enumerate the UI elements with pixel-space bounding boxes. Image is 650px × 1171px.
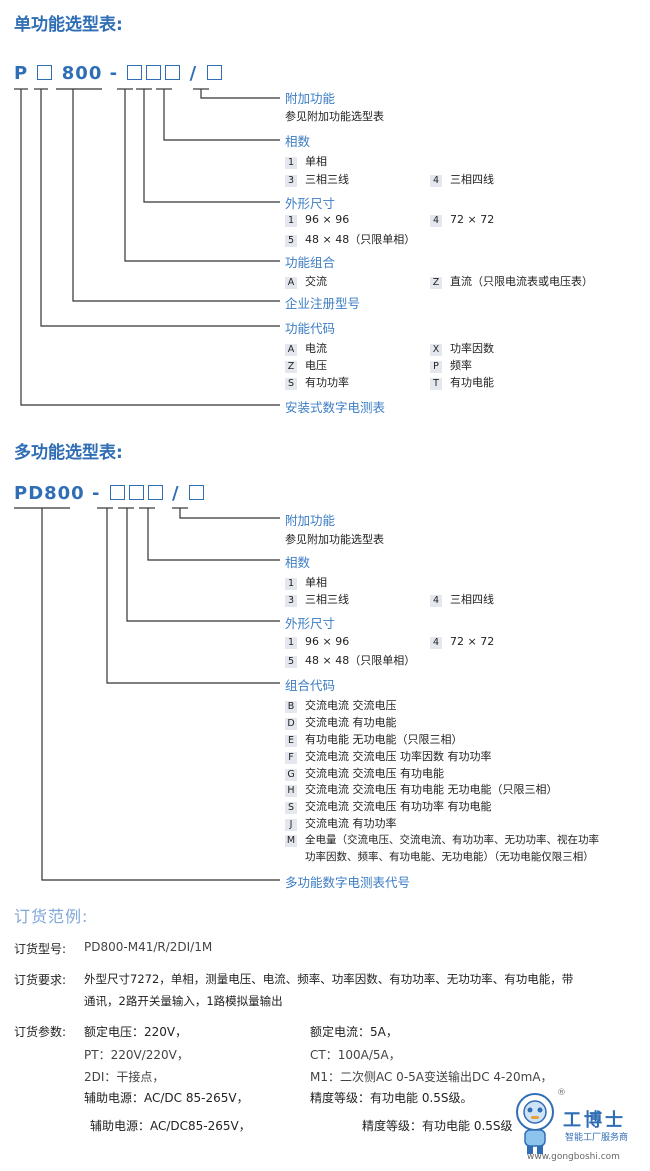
order-example-title: 订货范例: — [14, 907, 89, 926]
phase-label: 相数 — [285, 134, 311, 149]
option-item-continued: 功率因数、频率、有功电能、无功电能）（无功电能仅限三相） — [305, 851, 594, 863]
code-slot-box — [206, 65, 222, 80]
multi-section-title: 多功能选型表: — [14, 443, 123, 463]
attach-function-label: 附加功能 — [285, 513, 336, 528]
param-rated-voltage: 额定电压：220V， — [84, 1025, 188, 1039]
registered-mark: ® — [557, 1088, 566, 1098]
param-aux-power: 辅助电源：AC/DC 85-265V， — [84, 1091, 249, 1105]
code-dash: - — [92, 483, 101, 504]
order-requirement-label: 订货要求: — [14, 973, 67, 987]
code-slot-box — [147, 485, 163, 500]
attach-function-label: 附加功能 — [285, 91, 336, 106]
code-slot-box — [128, 485, 144, 500]
gongboshi-watermark: ® 工博士 智能工厂服务商 www.gongboshi.com — [505, 1088, 650, 1168]
param-rated-current: 额定电流：5A， — [310, 1025, 398, 1039]
order-model-label: 订货型号: — [14, 942, 67, 956]
code-slash: / — [189, 63, 198, 84]
code-slot-box — [127, 65, 143, 80]
registration-model-label: 企业注册型号 — [285, 296, 361, 311]
size-label: 外形尺寸 — [285, 616, 336, 631]
param-accuracy: 精度等级：有功电能 0.5S级。 — [310, 1091, 473, 1105]
function-code-label: 功能代码 — [285, 321, 336, 336]
watermark-brand: 工博士 — [563, 1110, 626, 1131]
code-dash: - — [109, 63, 119, 84]
multi-meter-code-label: 多功能数字电测表代号 — [285, 875, 411, 890]
param-2di: 2DI：干接点， — [84, 1070, 165, 1084]
attach-function-note: 参见附加功能选型表 — [285, 110, 384, 123]
robot-mascot-icon — [516, 1093, 554, 1154]
combo-label: 功能组合 — [285, 255, 336, 270]
watermark-slogan: 智能工厂服务商 — [565, 1133, 629, 1143]
code-slot-box — [146, 65, 162, 80]
code-slot-box — [109, 485, 125, 500]
code-prefix: P — [14, 63, 29, 84]
param-m1: M1：二次侧AC 0-5A变送输出DC 4-20mA， — [310, 1070, 553, 1084]
param-aux-power-repeat: 辅助电源：AC/DC85-265V， — [90, 1119, 251, 1133]
single-section-title: 单功能选型表: — [14, 15, 123, 35]
order-requirement-line1: 外型尺寸7272，单相，测量电压、电流、频率、功率因数、有功功率、无功功率、有功… — [84, 972, 574, 986]
param-ct: CT：100A/5A， — [310, 1048, 401, 1062]
code-slot-box — [188, 485, 204, 500]
order-model-value: PD800-M41/R/2DI/1M — [84, 940, 213, 954]
code-prefix: PD800 — [14, 483, 85, 504]
order-requirement-line2: 通讯，2路开关量输入，1路模拟量输出 — [84, 994, 283, 1008]
param-accuracy-repeat: 精度等级：有功电能 0.5S级 — [362, 1119, 513, 1133]
order-params-label: 订货参数: — [14, 1025, 67, 1039]
attach-function-note: 参见附加功能选型表 — [285, 533, 384, 546]
code-slash: / — [172, 483, 180, 504]
install-meter-label: 安装式数字电测表 — [285, 400, 386, 415]
watermark-url: www.gongboshi.com — [527, 1152, 620, 1162]
code-slot-box — [37, 65, 53, 80]
combo-code-label: 组合代码 — [285, 678, 336, 693]
code-slot-box — [165, 65, 181, 80]
size-label: 外形尺寸 — [285, 196, 336, 211]
single-model-code: P 800 - / — [14, 63, 224, 84]
param-pt: PT：220V/220V， — [84, 1048, 189, 1062]
multi-model-code: PD800 - / — [14, 483, 206, 504]
code-number: 800 — [61, 63, 103, 84]
phase-label: 相数 — [285, 555, 311, 570]
